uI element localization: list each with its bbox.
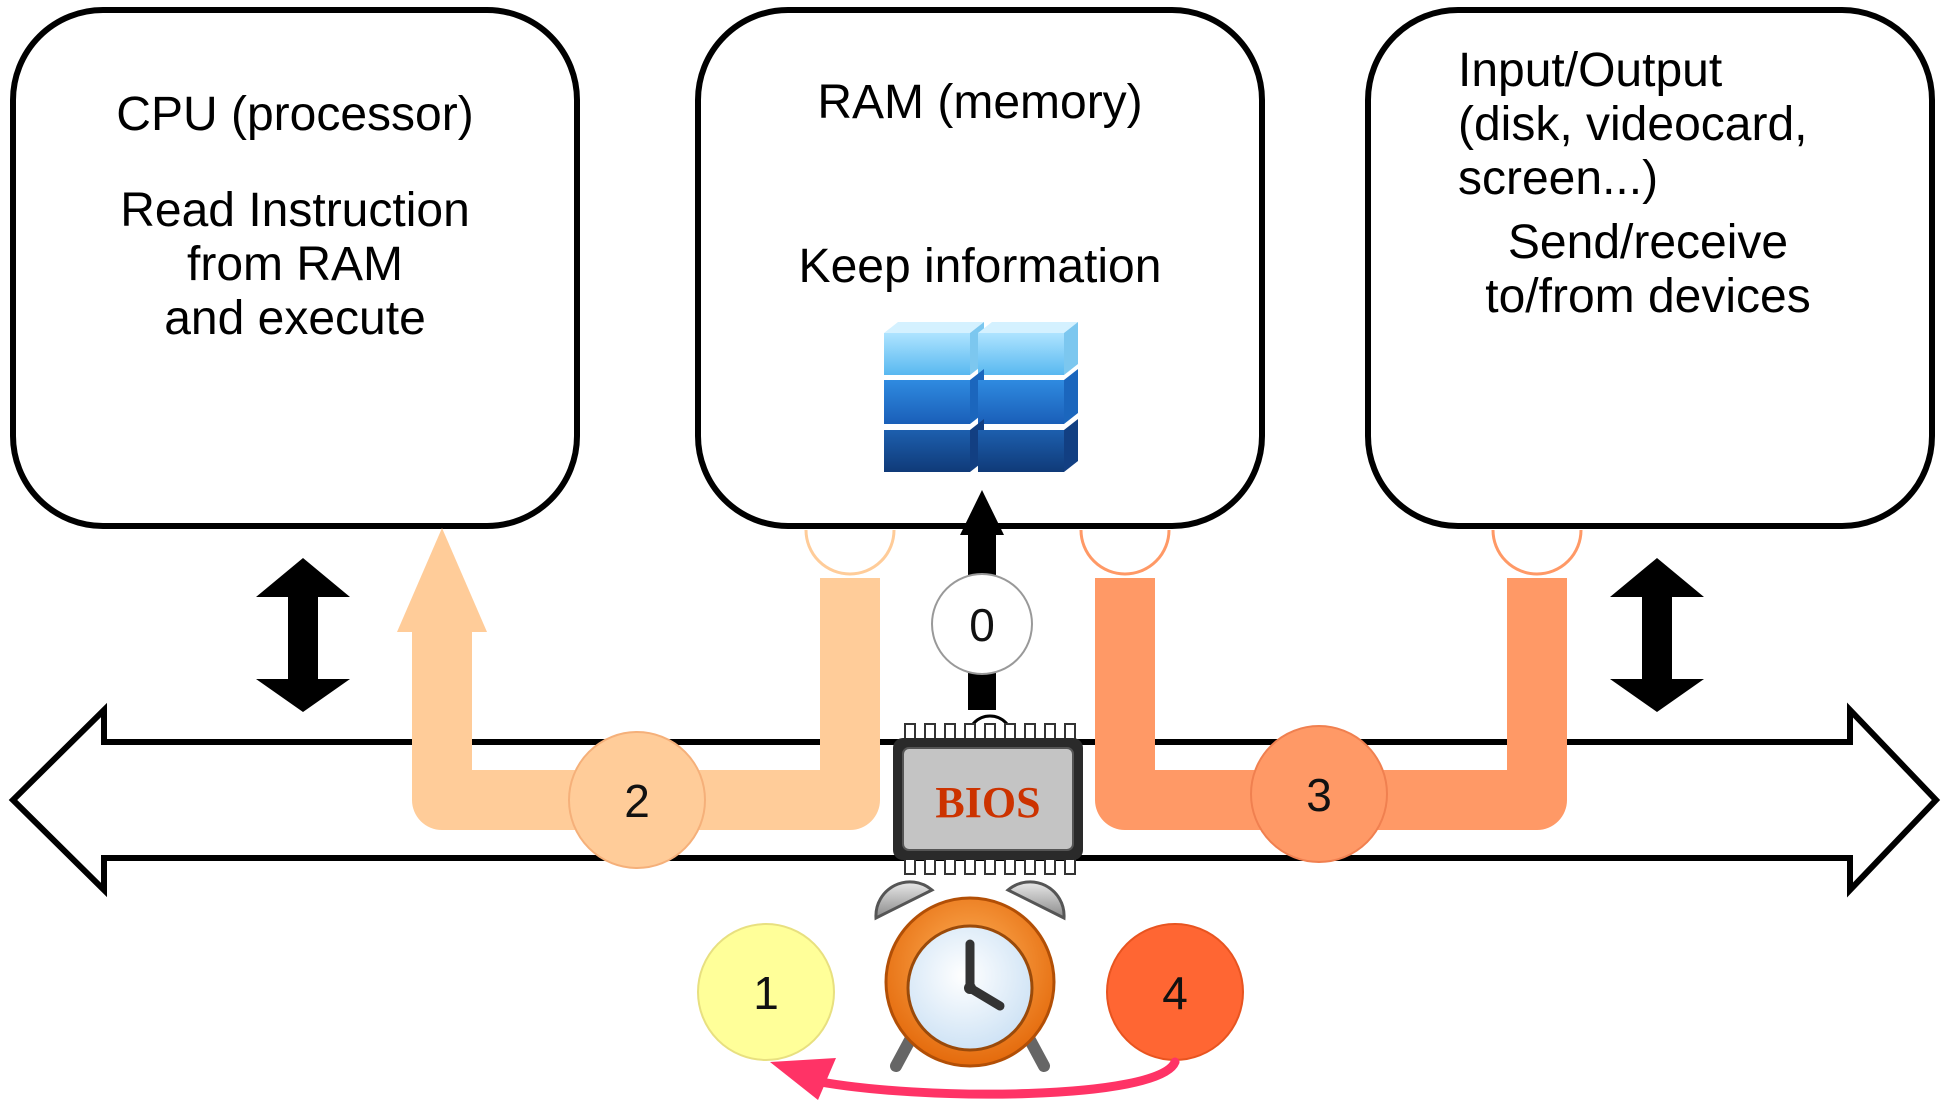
- step3-badge: [1250, 725, 1388, 863]
- bios-label: BIOS: [935, 778, 1040, 827]
- cpu-bus-double-arrow-icon: [256, 558, 350, 712]
- io-title-line1: Input/Output: [1458, 44, 1723, 97]
- step3-ram-connector: [1079, 529, 1171, 576]
- step0-arrow-head: [960, 490, 1004, 535]
- io-desc-line2: to/from devices: [1485, 270, 1811, 323]
- io-title-line2: (disk, videocard,: [1458, 98, 1808, 151]
- step2-arrow-head: [397, 528, 487, 632]
- loop-arrow: [805, 1057, 1180, 1099]
- step1-label: 1: [753, 967, 779, 1019]
- cpu-desc-line2: from RAM: [187, 238, 403, 291]
- step2-badge: [568, 731, 706, 869]
- io-title-line3: screen...): [1458, 152, 1659, 205]
- step0-label: 0: [969, 599, 995, 651]
- step4-label: 4: [1162, 967, 1188, 1019]
- io-bus-double-arrow-icon: [1610, 558, 1704, 712]
- step2-label: 2: [624, 775, 650, 827]
- bios-chip-icon: [893, 723, 1083, 875]
- step0-badge: [931, 573, 1033, 675]
- step3-io-connector: [1491, 529, 1583, 576]
- ram-title: RAM (memory): [817, 76, 1143, 129]
- alarm-clock-icon: [874, 880, 1066, 1072]
- ram-text: RAM (memory) Keep information: [698, 76, 1262, 294]
- io-box: [1365, 7, 1935, 529]
- cpu-text: CPU (processor) Read Instruction from RA…: [13, 88, 577, 346]
- cpu-box: [10, 7, 580, 529]
- step3-label: 3: [1306, 769, 1332, 821]
- cpu-desc-line1: Read Instruction: [120, 184, 470, 237]
- loop-arrow-head: [770, 1058, 836, 1100]
- cpu-desc-line3: and execute: [164, 292, 426, 345]
- io-desc-text: Send/receive to/from devices: [1448, 216, 1848, 324]
- ram-blocks-icon: [884, 322, 1078, 472]
- cpu-title: CPU (processor): [116, 88, 474, 141]
- io-desc-line1: Send/receive: [1507, 216, 1789, 269]
- ram-desc: Keep information: [798, 240, 1162, 293]
- io-title-text: Input/Output (disk, videocard, screen...…: [1458, 44, 1807, 206]
- step2-connector: [804, 529, 896, 576]
- step1-badge: [697, 923, 835, 1061]
